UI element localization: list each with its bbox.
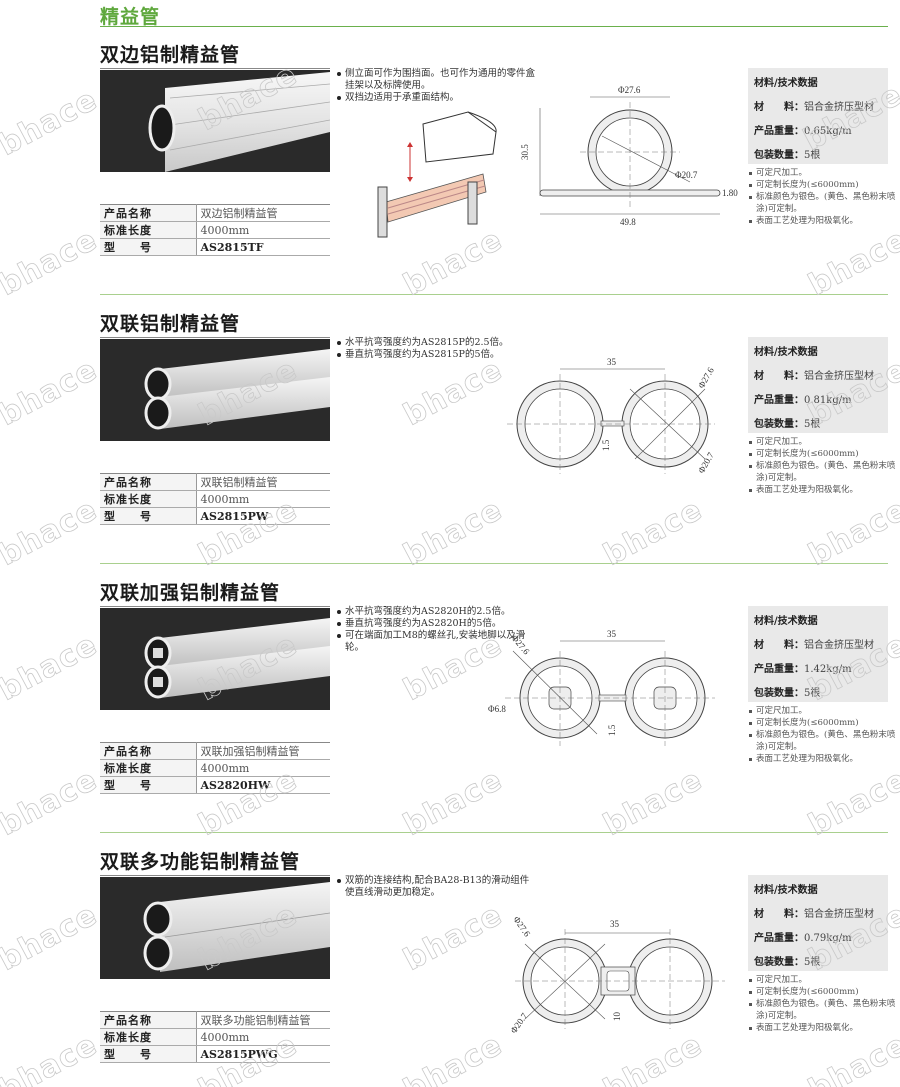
length-value: 4000mm xyxy=(196,221,330,239)
product-photo xyxy=(100,877,330,979)
svg-text:35: 35 xyxy=(607,357,617,367)
notes-list: 可定尺加工。 可定制长度为(≤6000mm) 标准颜色为银色。(黄色、黑色粉末喷… xyxy=(748,705,898,765)
feature-list: 水平抗弯强度约为AS2815P的2.5倍。 垂直抗弯强度约为AS2815P的5倍… xyxy=(336,337,536,361)
tech-data-box: 材料/技术数据 材 料：铝合金挤压型材 产品重量：0.79kg/m 包装数量：5… xyxy=(748,875,888,971)
section-divider xyxy=(100,563,888,564)
note-item: 标准颜色为银色。(黄色、黑色粉末喷涂)可定制。 xyxy=(748,191,898,215)
svg-text:Φ27.6: Φ27.6 xyxy=(511,914,532,938)
svg-text:Φ20.7: Φ20.7 xyxy=(508,1011,529,1034)
dim-outer-diameter: Φ27.6 xyxy=(618,85,641,95)
dim-thickness: 1.80 xyxy=(722,188,738,198)
svg-text:Φ20.7: Φ20.7 xyxy=(696,450,716,475)
section-title: 双联加强铝制精益管 xyxy=(100,582,281,604)
watermark: bhace xyxy=(0,762,104,844)
note-item: 可定尺加工。 xyxy=(748,167,898,179)
cross-section-drawing: 35 Φ27.6 Φ6.8 1.5 xyxy=(485,626,740,761)
tech-data-box: 材料/技术数据 材 料：铝合金挤压型材 产品重量：1.42kg/m 包装数量：5… xyxy=(748,606,888,702)
notes-list: 可定尺加工。 可定制长度为(≤6000mm) 标准颜色为银色。(黄色、黑色粉末喷… xyxy=(748,974,898,1034)
tech-data-box: 材料/技术数据 材 料：铝合金挤压型材 产品重量：0.81kg/m 包装数量：5… xyxy=(748,337,888,433)
page-title: 精益管 xyxy=(100,6,161,28)
watermark: bhace xyxy=(0,352,104,434)
title-rule xyxy=(100,68,330,69)
svg-text:10: 10 xyxy=(612,1012,622,1022)
dim-width: 49.8 xyxy=(620,217,636,227)
svg-text:Φ27.6: Φ27.6 xyxy=(509,633,531,657)
product-photo xyxy=(100,339,330,441)
watermark: bhace xyxy=(0,222,104,304)
feature-item: 双挡边适用于承重面结构。 xyxy=(336,92,536,104)
watermark: bhace xyxy=(0,897,104,979)
model-value: AS2815TF xyxy=(196,238,330,256)
application-illustration xyxy=(368,92,513,242)
svg-text:35: 35 xyxy=(610,919,620,929)
watermark: bhace xyxy=(0,492,104,574)
section-title: 双联多功能铝制精益管 xyxy=(100,851,301,873)
section-title: 双联铝制精益管 xyxy=(100,313,241,335)
notes-list: 可定尺加工。 可定制长度为(≤6000mm) 标准颜色为银色。(黄色、黑色粉末喷… xyxy=(748,436,898,496)
svg-text:1.5: 1.5 xyxy=(601,439,611,451)
cross-section-drawing: Φ27.6 Φ20.7 30.5 49.8 1.80 xyxy=(520,82,740,227)
note-item: 表面工艺处理为阳极氧化。 xyxy=(748,215,898,227)
product-name-label: 产品名称 xyxy=(100,204,197,222)
cross-section-drawing: 35 Φ27.6 Φ20.7 1.5 xyxy=(505,349,740,489)
page-header: 精益管 xyxy=(100,0,888,28)
watermark: bhace xyxy=(0,627,104,709)
material-value: 铝合金挤压型材 xyxy=(804,102,874,113)
notes-list: 可定尺加工。 可定制长度为(≤6000mm) 标准颜色为银色。(黄色、黑色粉末喷… xyxy=(748,167,898,227)
svg-text:Φ6.8: Φ6.8 xyxy=(488,704,506,714)
watermark: bhace xyxy=(0,1027,104,1087)
package-value: 5根 xyxy=(804,150,821,161)
section-divider xyxy=(100,294,888,295)
tech-data-box: 材料/技术数据 材 料：铝合金挤压型材 产品重量：0.65kg/m 包装数量：5… xyxy=(748,68,888,164)
note-item: 可定制长度为(≤6000mm) xyxy=(748,179,898,191)
section-title: 双边铝制精益管 xyxy=(100,44,241,66)
tech-title: 材料/技术数据 xyxy=(754,78,818,89)
dim-height: 30.5 xyxy=(520,144,530,160)
product-photo xyxy=(100,608,330,710)
feature-item: 侧立面可作为围挡面。也可作为通用的零件盒挂架以及标牌使用。 xyxy=(336,68,536,92)
length-label: 标准长度 xyxy=(100,221,197,239)
svg-text:1.5: 1.5 xyxy=(607,724,617,736)
feature-list: 水平抗弯强度约为AS2820H的2.5倍。 垂直抗弯强度约为AS2820H的5倍… xyxy=(336,606,536,654)
feature-list: 侧立面可作为围挡面。也可作为通用的零件盒挂架以及标牌使用。 双挡边适用于承重面结… xyxy=(336,68,536,104)
section-divider xyxy=(100,832,888,833)
dim-inner-diameter: Φ20.7 xyxy=(675,170,698,180)
product-photo xyxy=(100,70,330,172)
table-row: 产品名称双边铝制精益管 xyxy=(100,204,330,222)
weight-value: 0.65kg/m xyxy=(804,126,852,137)
watermark: bhace xyxy=(0,82,104,164)
cross-section-drawing: 35 Φ27.6 Φ20.7 10 xyxy=(495,909,745,1035)
feature-list: 双筋的连接结构,配合BA28-B13的滑动组件使直线滑动更加稳定。 xyxy=(336,875,536,899)
svg-text:35: 35 xyxy=(607,629,617,639)
product-name-value: 双边铝制精益管 xyxy=(196,204,330,222)
svg-text:Φ27.6: Φ27.6 xyxy=(696,365,716,390)
model-label: 型 号 xyxy=(100,238,197,256)
